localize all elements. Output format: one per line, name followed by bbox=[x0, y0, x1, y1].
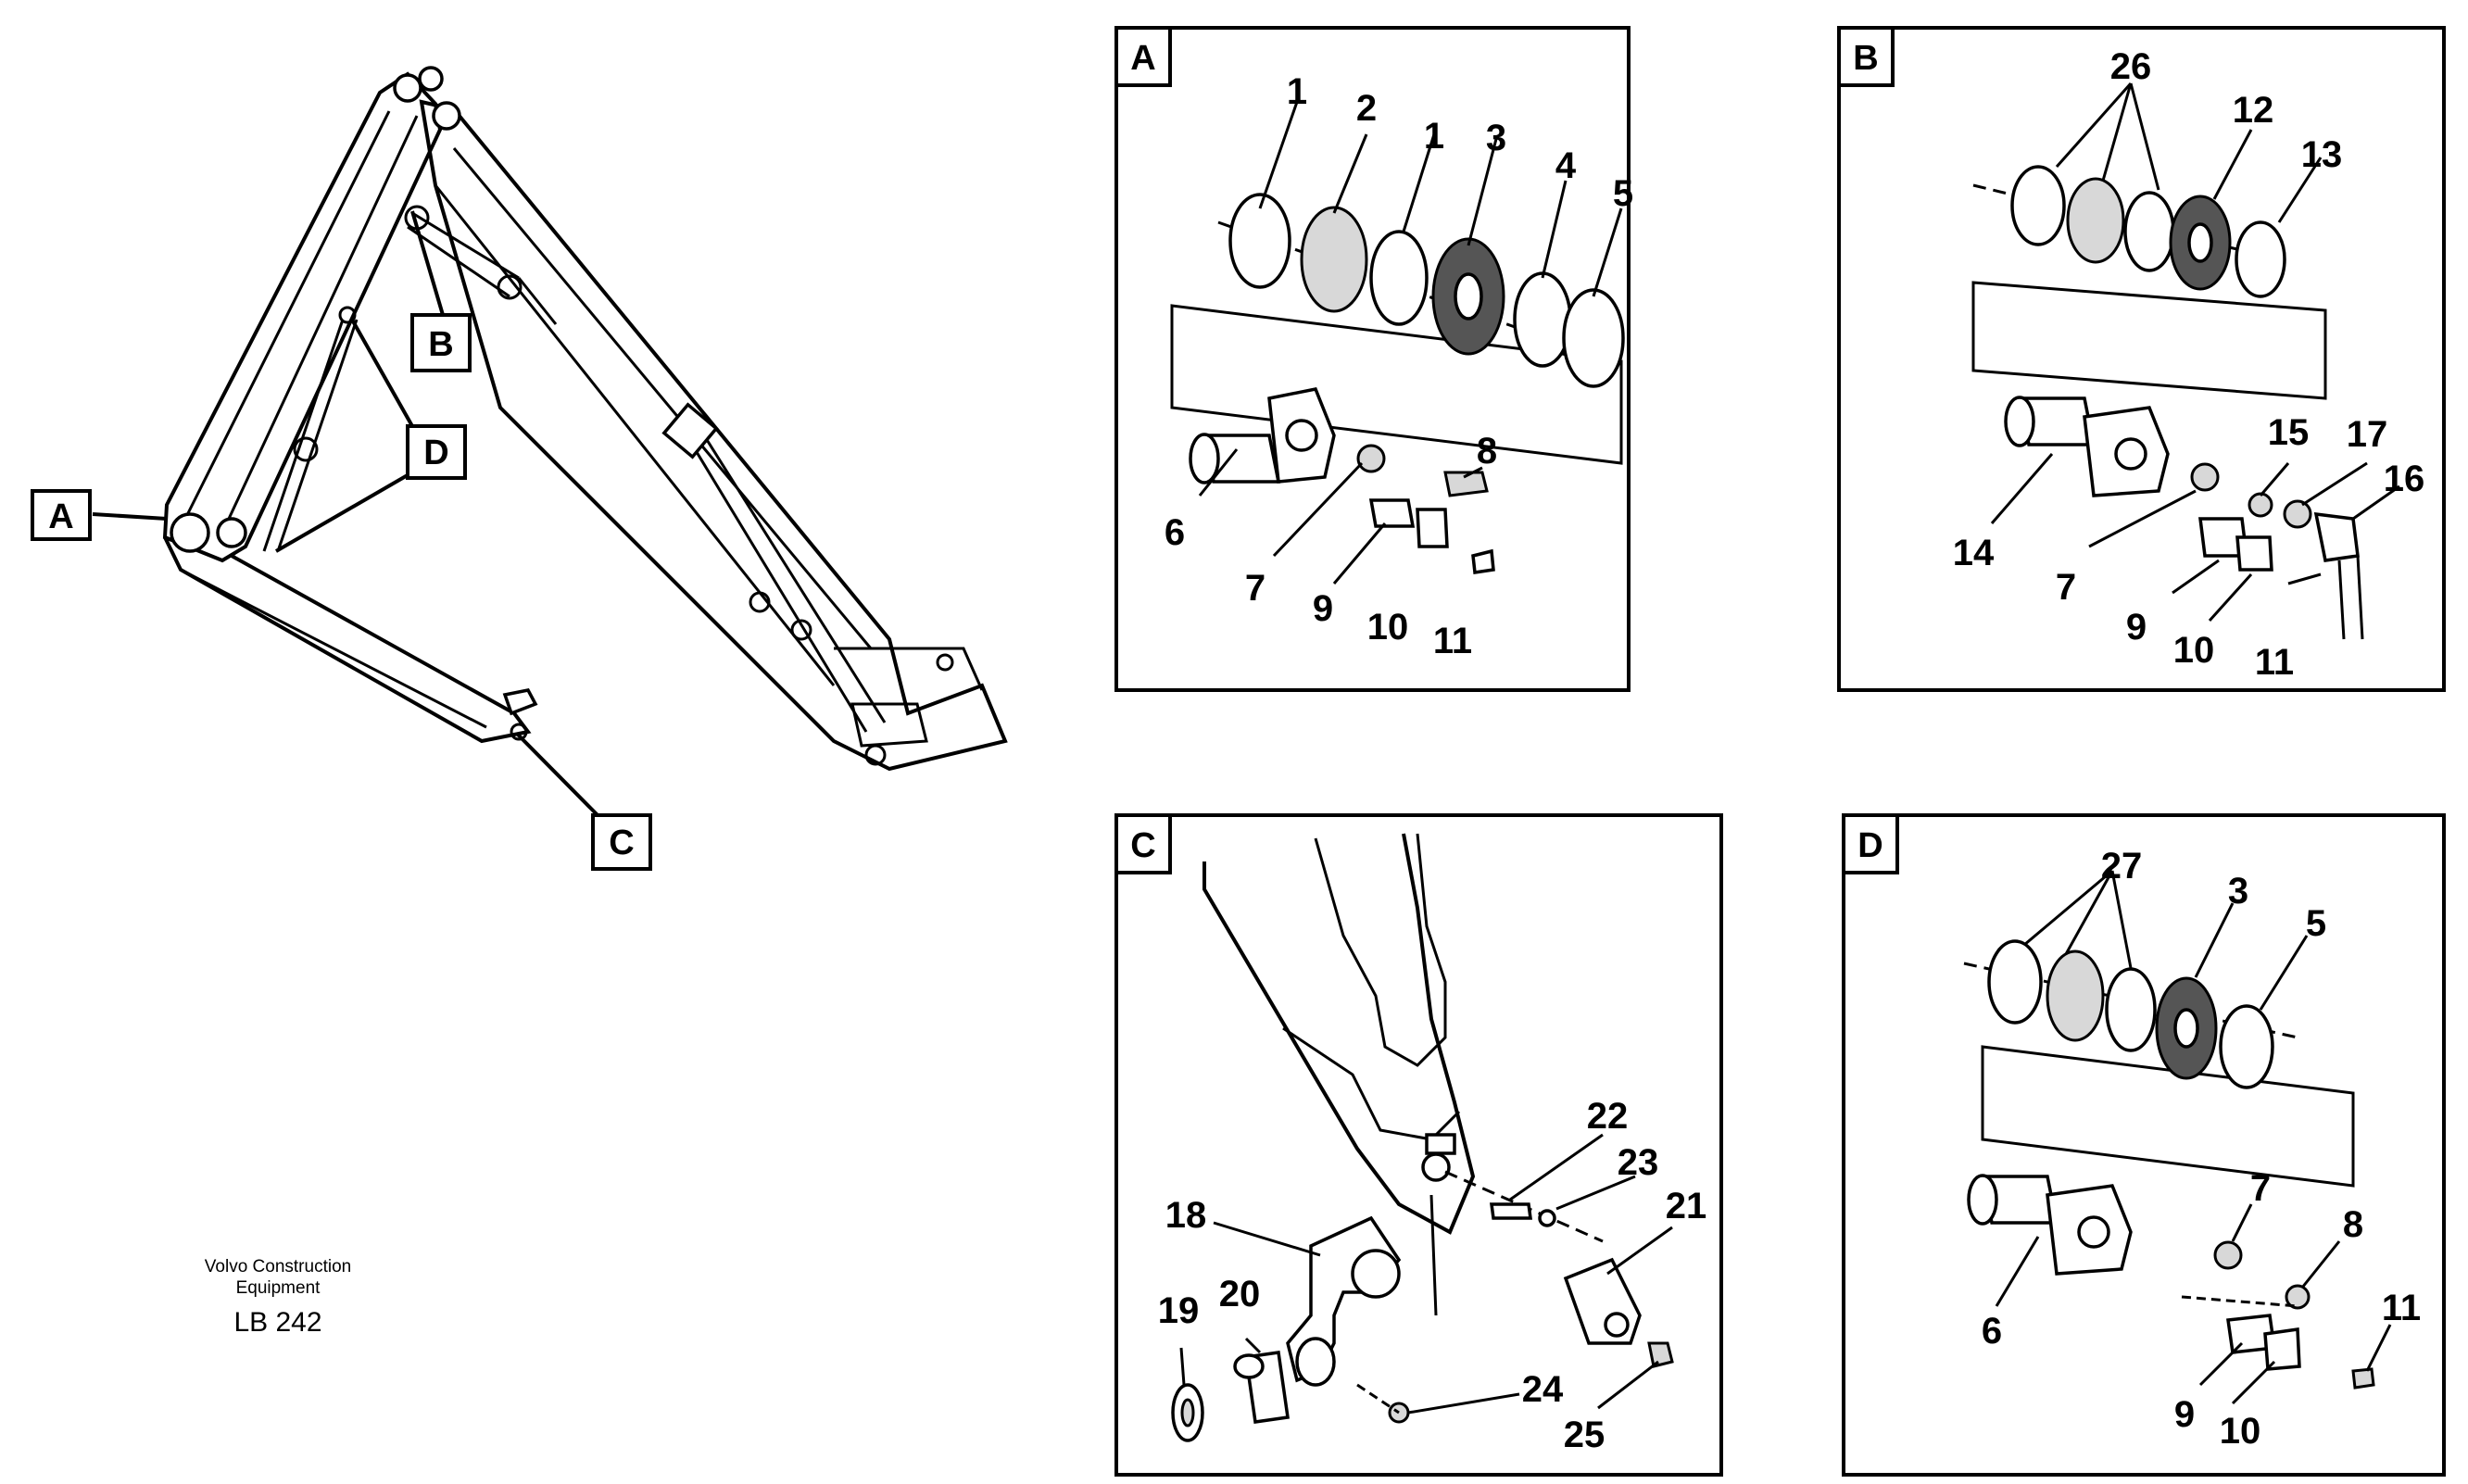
detail-panel-A: A 1 2 1 3 4 bbox=[1114, 26, 1633, 692]
callout-number: 7 bbox=[2250, 1168, 2271, 1209]
callout-number: 3 bbox=[1486, 118, 1506, 158]
callout-number: 14 bbox=[1953, 533, 1995, 573]
overview-label-text: B bbox=[428, 325, 453, 364]
callout-number: 9 bbox=[2126, 607, 2147, 648]
callout-number: 6 bbox=[1982, 1311, 2002, 1352]
callout-number: 9 bbox=[2174, 1394, 2195, 1435]
callout-number: 22 bbox=[1587, 1096, 1629, 1137]
caption-company-line2: Equipment bbox=[235, 1278, 321, 1298]
callout-number: 15 bbox=[2268, 412, 2310, 453]
callout-number: 7 bbox=[1245, 568, 1265, 609]
callout-number: 18 bbox=[1165, 1195, 1207, 1236]
caption-block: Volvo Construction Equipment LB 242 bbox=[157, 1256, 398, 1341]
callout-number: 17 bbox=[2347, 414, 2388, 455]
callout-number: 5 bbox=[2306, 903, 2326, 944]
callout-number: 7 bbox=[2056, 567, 2076, 608]
overview-label-C[interactable]: C bbox=[515, 732, 652, 871]
callout-number: 19 bbox=[1158, 1290, 1200, 1331]
caption-company: Volvo Construction bbox=[204, 1257, 352, 1276]
detail-panel-B: B 26 12 13 bbox=[1837, 26, 2446, 692]
overview-label-B[interactable]: B bbox=[410, 210, 472, 372]
caption-drawing-code: LB 242 bbox=[233, 1307, 322, 1338]
overview-label-text: C bbox=[609, 824, 634, 862]
overview-label-text: D bbox=[423, 434, 448, 472]
callout-number: 10 bbox=[1367, 607, 1409, 648]
detail-panel-D: D 27 3 5 7 8 6 11 bbox=[1842, 813, 2446, 1477]
callout-number: 20 bbox=[1219, 1274, 1261, 1314]
callout-number: 8 bbox=[2343, 1204, 2363, 1245]
callout-number: 21 bbox=[1666, 1186, 1707, 1226]
callout-number: 4 bbox=[1555, 145, 1577, 186]
callout-number: 10 bbox=[2220, 1411, 2261, 1452]
detail-panel-C: C 22 23 21 18 2 bbox=[1114, 813, 1723, 1477]
callout-number: 11 bbox=[2255, 642, 2294, 683]
callout-number: 26 bbox=[2110, 46, 2152, 87]
dipper-arm bbox=[419, 99, 1008, 772]
panel-label-B: B bbox=[1853, 39, 1878, 78]
callout-number: 9 bbox=[1313, 588, 1333, 629]
swing-frame bbox=[163, 536, 532, 744]
overview-label-A[interactable]: A bbox=[31, 489, 168, 541]
callout-number: 27 bbox=[2101, 846, 2143, 887]
callout-number: 13 bbox=[2301, 134, 2343, 175]
callout-number: 1 bbox=[1424, 116, 1444, 157]
callout-number: 5 bbox=[1613, 173, 1633, 214]
callout-number: 16 bbox=[2384, 459, 2425, 499]
panel-label-C: C bbox=[1130, 826, 1155, 865]
callout-number: 11 bbox=[1433, 621, 1472, 661]
callout-number: 1 bbox=[1287, 71, 1307, 112]
boom-arm bbox=[162, 71, 443, 563]
callout-number: 8 bbox=[1477, 431, 1497, 472]
callout-number: 10 bbox=[2173, 630, 2215, 671]
overview-label-text: A bbox=[48, 497, 73, 536]
callout-number: 2 bbox=[1356, 88, 1377, 129]
callout-number: 25 bbox=[1564, 1415, 1605, 1455]
callout-number: 6 bbox=[1165, 512, 1185, 553]
callout-number: 11 bbox=[2382, 1288, 2421, 1328]
overview-label-D[interactable]: D bbox=[274, 319, 467, 553]
callout-number: 3 bbox=[2228, 871, 2248, 912]
boom-overview bbox=[162, 66, 1008, 772]
callout-number: 23 bbox=[1618, 1142, 1659, 1183]
panel-label-A: A bbox=[1130, 39, 1155, 78]
panel-label-D: D bbox=[1857, 826, 1882, 865]
callout-number: 24 bbox=[1522, 1369, 1564, 1410]
callout-number: 12 bbox=[2233, 90, 2274, 131]
